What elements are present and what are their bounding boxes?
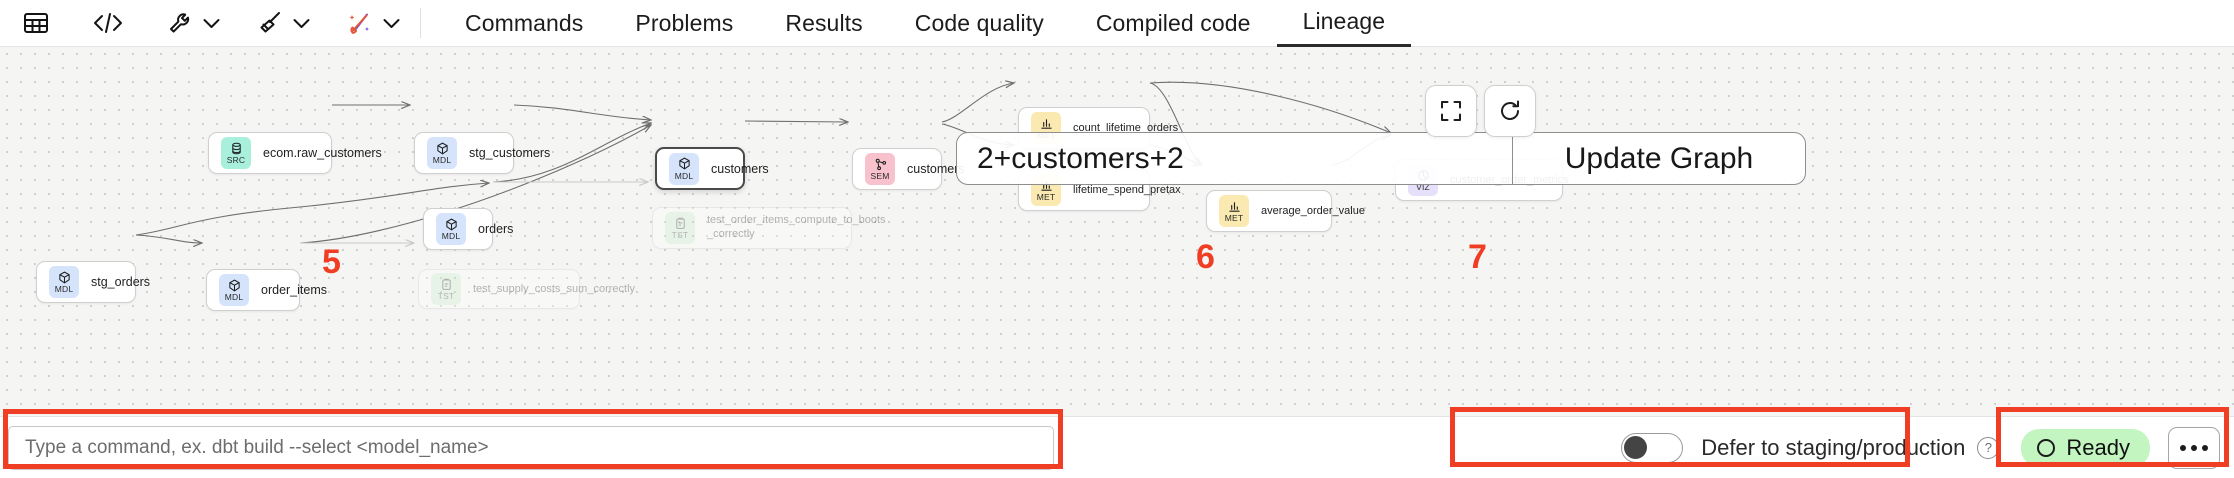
magic-wand-icon[interactable] [338,3,382,43]
panel-tabs: Commands Problems Results Code quality C… [439,0,1412,47]
badge-text: TST [437,291,455,301]
tab-commands[interactable]: Commands [465,9,584,36]
dot [2202,444,2208,451]
tab-lineage[interactable]: Lineage [1276,0,1412,47]
model-badge: MDL [49,266,79,298]
lineage-selector-panel: 2+customers+2 Update Graph [956,132,1806,185]
metric-badge: MET [1219,195,1249,227]
chevron-down-icon[interactable] [288,3,314,43]
node-label: count_lifetime_orders [1073,122,1179,134]
defer-toggle[interactable] [1621,432,1684,463]
badge-text: MDL [54,284,74,294]
node-label: test_order_items_compute_to_boots _corre… [707,214,886,240]
badge-text: MDL [224,292,244,302]
badge-text: SRC [226,155,246,165]
graph-node[interactable]: MDL order_items [206,269,327,311]
chevron-down-icon[interactable] [198,3,224,43]
semantic-badge: SEM [865,153,895,185]
code-icon[interactable] [86,3,130,43]
status-circle-icon [2037,438,2056,457]
node-label: average_order_value [1261,205,1365,217]
graph-node-test[interactable]: TST test_supply_costs_sum_correctly [418,269,635,309]
badge-text: MDL [441,231,461,241]
tab-problems[interactable]: Problems [635,9,734,36]
badge-text: MET [1224,213,1244,223]
overlay-divider [1511,133,1513,184]
node-label: lifetime_spend_pretax [1073,184,1181,196]
lineage-graph-canvas[interactable]: SRC ecom.raw_customers MDL stg_customers… [0,47,2234,478]
tab-code-quality[interactable]: Code quality [914,9,1044,36]
editor-toolbar: Commands Problems Results Code quality C… [0,0,2234,47]
status-label: Ready [2066,434,2130,460]
node-label: order_items [261,283,327,297]
model-badge: MDL [219,274,249,306]
node-label: customers [907,162,965,176]
graph-node[interactable]: SRC ecom.raw_customers [208,132,382,174]
toggle-knob [1624,435,1648,459]
broom-icon[interactable] [248,3,292,43]
badge-text: VIZ [1416,182,1430,192]
node-label: stg_customers [469,146,551,160]
tab-compiled-code[interactable]: Compiled code [1095,9,1251,36]
graph-node[interactable]: MDL stg_customers [414,132,550,174]
command-input-wrap [8,425,1054,470]
command-bar-right: Defer to staging/production ? Ready [1621,426,2234,469]
fullscreen-button[interactable] [1425,85,1477,137]
refresh-button[interactable] [1484,85,1536,137]
badge-text: MET [1036,192,1056,202]
source-badge: SRC [221,137,251,169]
toolbar-icon-group [0,3,439,43]
model-badge: MDL [669,152,699,185]
node-label: test_supply_costs_sum_correctly [473,283,636,295]
graph-node[interactable]: MET lifetime_spend_pretax [1018,169,1181,211]
dot [2180,444,2186,451]
graph-node[interactable]: MET average_order_value [1206,190,1365,232]
defer-group: Defer to staging/production [1621,432,1966,463]
test-badge: TST [431,273,461,305]
badge-text: MDL [674,170,694,181]
test-badge: TST [665,212,695,244]
graph-node[interactable]: SEM customers [852,148,965,190]
update-graph-button[interactable]: Update Graph [1564,141,1754,175]
graph-node-selected[interactable]: MDL customers [655,147,769,190]
node-label: orders [478,222,514,236]
badge-text: TST [671,230,689,240]
command-bar: Defer to staging/production ? Ready [0,416,2234,478]
table-icon[interactable] [14,3,58,43]
wrench-icon[interactable] [158,3,202,43]
toolbar-divider [420,8,421,38]
badge-text: SEM [870,171,890,181]
graph-node[interactable]: MDL stg_orders [36,261,150,303]
node-label: ecom.raw_customers [263,146,382,160]
dot [2191,444,2197,451]
chevron-down-icon[interactable] [378,3,404,43]
tab-results[interactable]: Results [785,9,863,36]
node-label: stg_orders [91,275,151,289]
node-label: customers [711,161,769,176]
graph-node[interactable]: MDL orders [423,208,513,250]
graph-node-test[interactable]: TST test_order_items_compute_to_boots _c… [652,207,886,249]
lineage-selector-input[interactable]: 2+customers+2 [977,141,1184,175]
command-input[interactable] [8,425,1054,470]
help-icon[interactable]: ? [1977,436,2000,459]
defer-label: Defer to staging/production [1701,434,1966,460]
more-options-button[interactable] [2168,426,2220,469]
model-badge: MDL [427,137,457,169]
status-badge[interactable]: Ready [2021,428,2150,467]
badge-text: MDL [432,155,452,165]
model-badge: MDL [436,213,466,245]
